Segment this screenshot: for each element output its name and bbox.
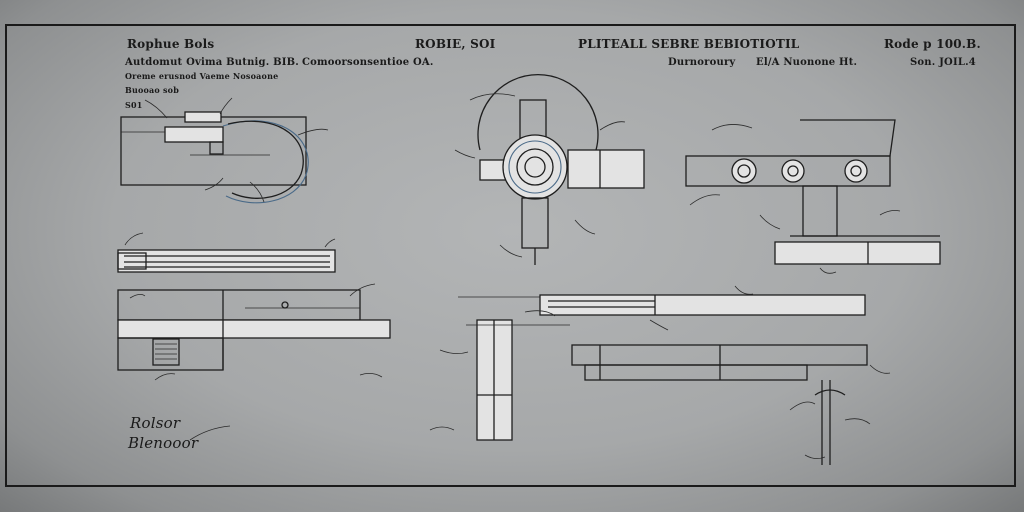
signature-line-1: Rolsor [130,414,181,432]
header-right-title: Rode p 100.B. [884,37,981,51]
figure-5-assembly [685,119,941,274]
subheader-center-2: El/A Nuonone Ht. [756,57,858,68]
figure-label-small-2: S01 [125,100,143,110]
subheader-center: Durnoroury [668,57,736,68]
subheader-right: Son. JOIL.4 [910,57,976,68]
header-center-title: PLITEALL SEBRE BEBIOTIOTIL [578,37,800,51]
figure-1-mechanism [120,97,329,204]
figure-3-housing [117,283,391,381]
figure-label-small-1: Buooao sob [125,85,179,95]
drawing-border [5,24,1016,487]
figure-7-post [789,380,871,465]
subheader-left-3: Oreme erusnod Vaeme Nosoaone [125,71,279,81]
figure-6-slide-assembly [429,285,891,441]
signature-flourish [189,425,231,441]
signature-line-2: Blenooor [128,434,199,452]
subheader-left-2: Comoorsonsentioe OA. [302,57,434,68]
figure-2-rail [117,232,336,273]
header-left-title: Rophue Bols [127,37,215,51]
subheader-left-1: Autdomut Ovima Butnig. BIB. [125,57,299,68]
figure-4-wheel [454,74,645,265]
header-center-left-title: ROBIE, SOI [415,37,496,51]
